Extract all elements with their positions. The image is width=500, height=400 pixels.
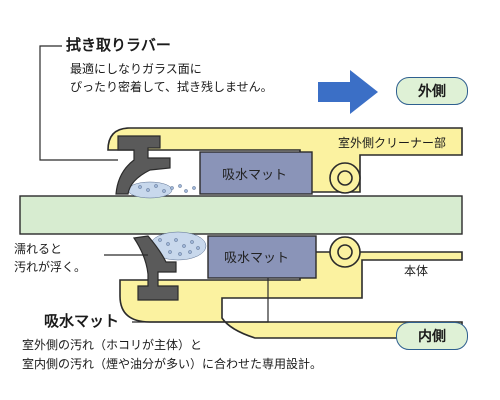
mat-title: 吸水マット (44, 312, 120, 330)
outward-arrow (318, 70, 378, 114)
outer-side-badge: 外側 (396, 77, 468, 105)
wiper-description-line-1: 最適にしなりガラス面に (70, 62, 202, 76)
wiper-description-line-2: ぴったり密着して、拭き残しません。 (70, 80, 273, 94)
wiper-title: 拭き取りラバー (66, 36, 171, 54)
wet-note-line-1: 濡れると (14, 242, 63, 256)
inner-side-badge: 内側 (396, 322, 468, 350)
inner-body-housing (119, 251, 463, 339)
mat-description-line-2: 室内側の汚れ（煙や油分が多い）に合わせた専用設計。 (22, 357, 323, 371)
wet-note-line-2: 汚れが浮く。 (14, 260, 87, 274)
roller-inner (329, 236, 361, 268)
body-label: 本体 (404, 264, 429, 278)
water-bubbles-outer (127, 181, 196, 199)
outer-cleaner-label: 室外側クリーナー部 (338, 136, 447, 150)
absorbent-mat-inner (207, 235, 317, 279)
roller-outer (329, 162, 361, 194)
leader-line-mat (132, 278, 269, 323)
mat-label-outer: 吸水マット (222, 168, 288, 183)
water-bubbles-inner (149, 231, 207, 261)
absorbent-mat-outer (199, 151, 313, 195)
wiper-rubber-inner (132, 235, 179, 301)
mat-label-inner: 吸水マット (224, 251, 290, 266)
wiper-rubber-outer (115, 135, 171, 195)
leader-line-wiper (39, 45, 118, 161)
glass-pane (19, 195, 463, 235)
mat-description-line-1: 室外側の汚れ（ホコリが主体）と (22, 338, 203, 352)
